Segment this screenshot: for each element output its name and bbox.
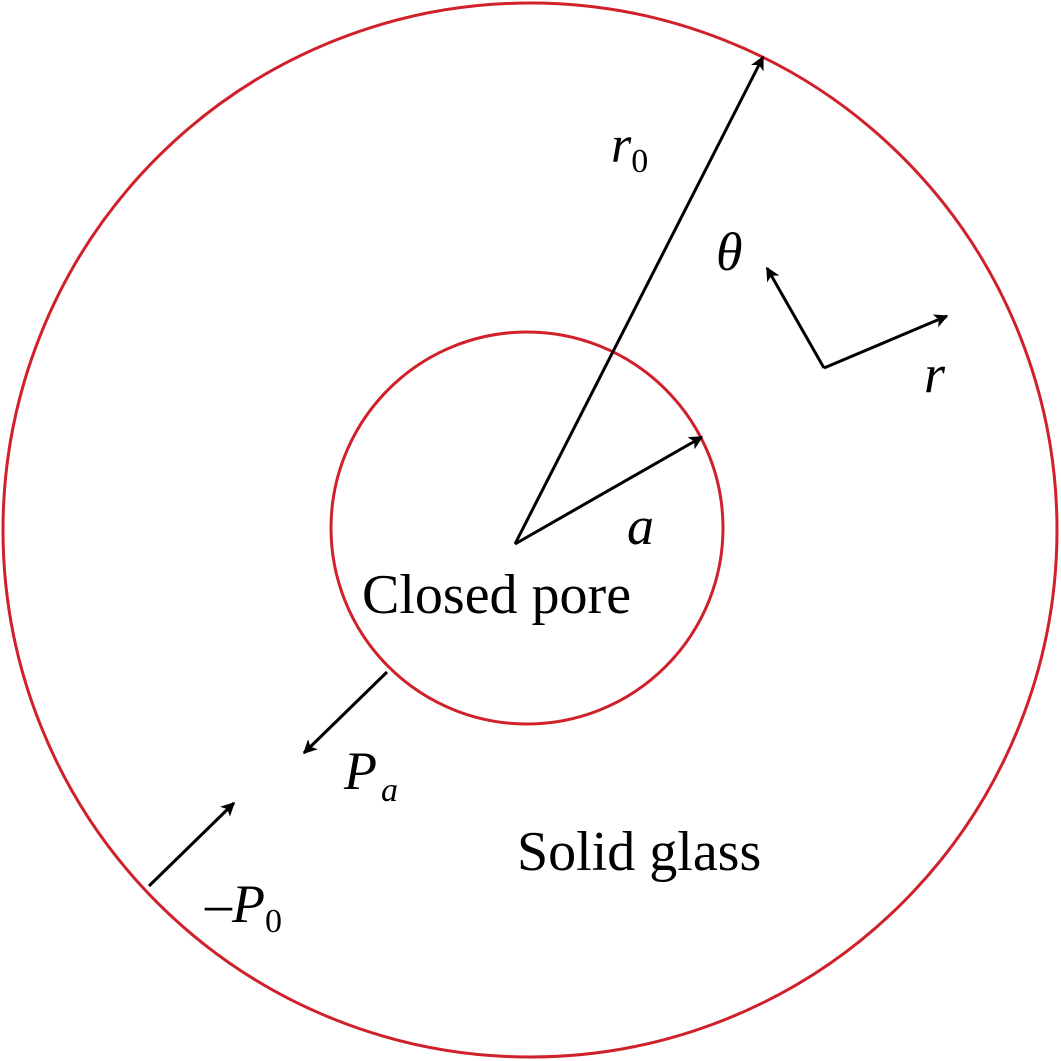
theta-axis-arrow bbox=[765, 266, 826, 369]
pore-pressure-subscript: a bbox=[381, 772, 398, 809]
outer-radius-subscript: 0 bbox=[631, 143, 648, 180]
r-label: r bbox=[924, 344, 946, 404]
closed-pore-label: Closed pore bbox=[362, 564, 631, 626]
outer-pressure-symbol: P bbox=[231, 874, 265, 934]
outer-pressure-arrow bbox=[147, 801, 236, 888]
solid-glass-label: Solid glass bbox=[517, 821, 761, 883]
outer-radius-symbol: r bbox=[611, 117, 632, 174]
inner-radius-arrow bbox=[514, 435, 704, 546]
outer-pressure-label: –P0 bbox=[204, 874, 282, 940]
theta-label: θ bbox=[716, 222, 743, 282]
pore-pressure-symbol: P bbox=[343, 741, 377, 801]
outer-radius-arrow bbox=[513, 55, 765, 545]
outer-pressure-subscript: 0 bbox=[265, 903, 282, 940]
r-axis-arrow bbox=[823, 314, 949, 370]
pore-pressure-arrow bbox=[302, 670, 389, 755]
outer-pressure-sign: – bbox=[204, 874, 233, 934]
inner-radius-label: a bbox=[627, 496, 654, 556]
outer-radius-label: r0 bbox=[611, 117, 648, 180]
pore-boundary-circle bbox=[329, 330, 725, 726]
